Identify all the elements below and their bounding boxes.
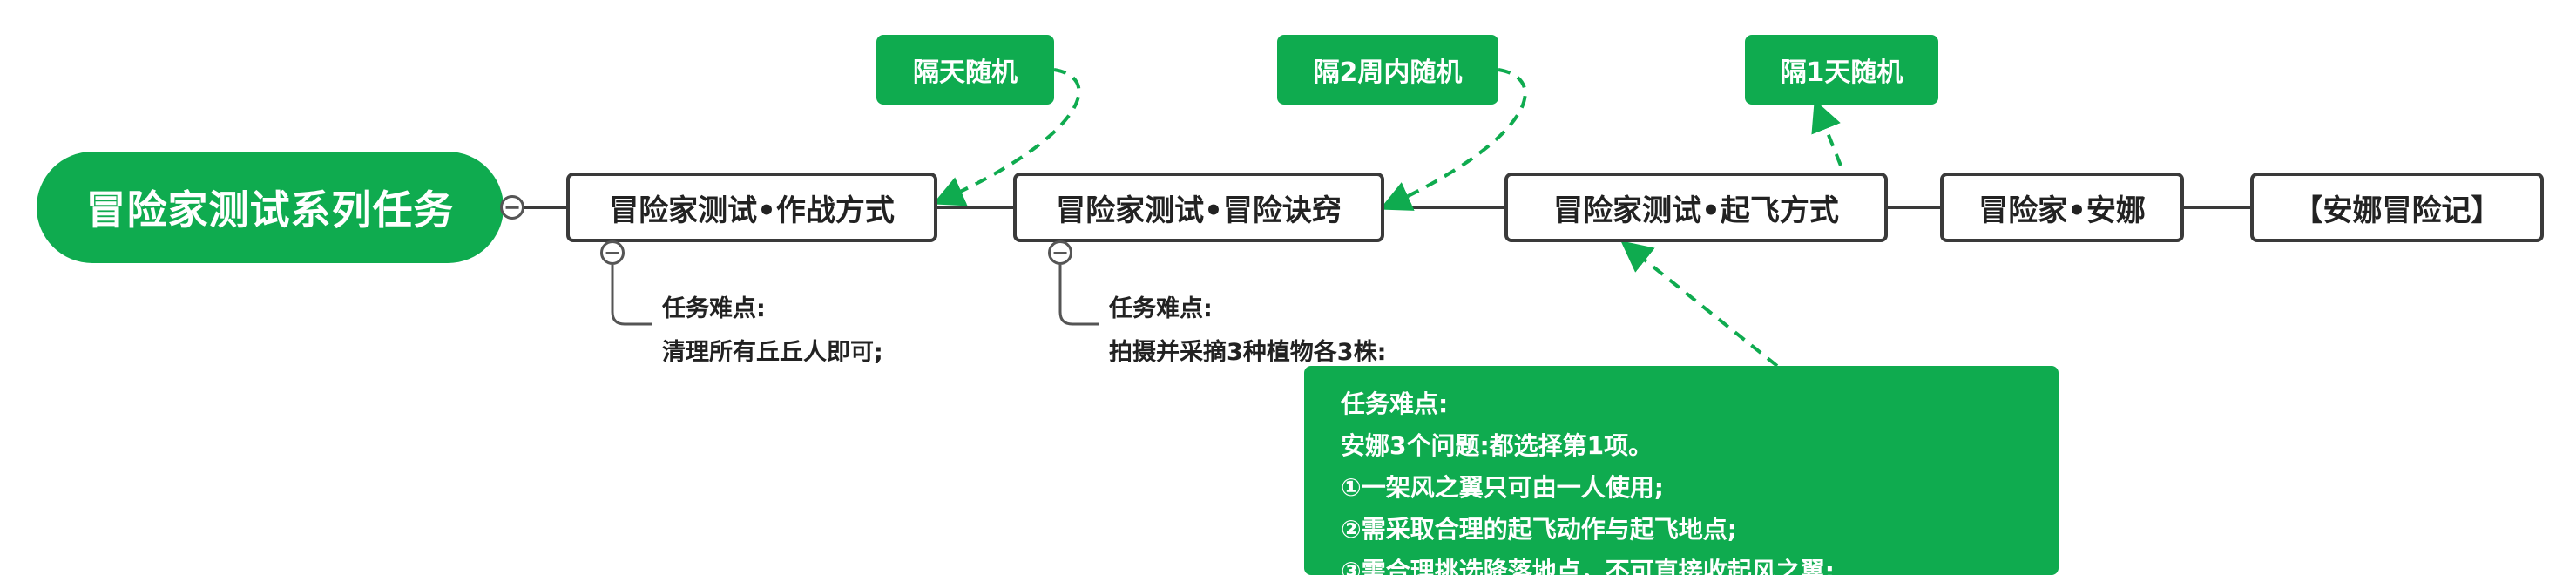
note-connector-2	[1058, 265, 1099, 326]
note-line: 拍摄并采摘3种植物各3株:	[1109, 339, 1387, 366]
node-anna-adventure[interactable]: 【安娜冒险记】	[2250, 172, 2544, 242]
note-connector-1	[611, 265, 652, 326]
collapse-toggle-node-2[interactable]: −	[1048, 240, 1072, 265]
node-adventurer-anna[interactable]: 冒险家•安娜	[1940, 172, 2184, 242]
note-box-line: ③需合理挑选降落地点，不可直接收起风之翼;	[1341, 557, 1835, 575]
note-box-line: 任务难点:	[1341, 389, 1449, 418]
relation-arrow-3	[1811, 99, 1842, 166]
note-takeoff-method: 任务难点: 安娜3个问题:都选择第1项。 ①一架风之翼只可由一人使用; ②需采取…	[1304, 366, 2059, 575]
connector-layer	[504, 68, 2250, 368]
tag-within-2-weeks-random[interactable]: 隔2周内随机	[1277, 35, 1498, 105]
node-adventure-tips[interactable]: 冒险家测试•冒险诀窍	[1013, 172, 1384, 242]
relation-arrow-4	[1620, 240, 1779, 368]
collapse-toggle-node-1[interactable]: −	[600, 240, 625, 265]
note-adventure-tips: 任务难点: 拍摄并采摘3种植物各3株:	[1109, 288, 1386, 375]
collapse-toggle-root[interactable]: −	[500, 195, 524, 220]
node-combat-method[interactable]: 冒险家测试•作战方式	[566, 172, 937, 242]
note-box-line: ①一架风之翼只可由一人使用;	[1341, 473, 1664, 502]
note-box-line: ②需采取合理的起飞动作与起飞地点;	[1341, 515, 1737, 544]
note-box-line: 安娜3个问题:都选择第1项。	[1341, 431, 1653, 460]
note-combat-method: 任务难点: 清理所有丘丘人即可;	[662, 288, 883, 375]
root-topic[interactable]: 冒险家测试系列任务	[37, 152, 504, 263]
tag-next-day-random[interactable]: 隔天随机	[876, 35, 1054, 105]
note-line: 清理所有丘丘人即可;	[662, 339, 883, 366]
note-line: 任务难点:	[662, 295, 766, 322]
note-line: 任务难点:	[1109, 295, 1213, 322]
relation-arrow-2	[1379, 68, 1527, 211]
tag-after-1-day-random[interactable]: 隔1天随机	[1745, 35, 1938, 105]
node-takeoff-method[interactable]: 冒险家测试•起飞方式	[1504, 172, 1888, 242]
relation-arrow-1	[932, 68, 1081, 206]
